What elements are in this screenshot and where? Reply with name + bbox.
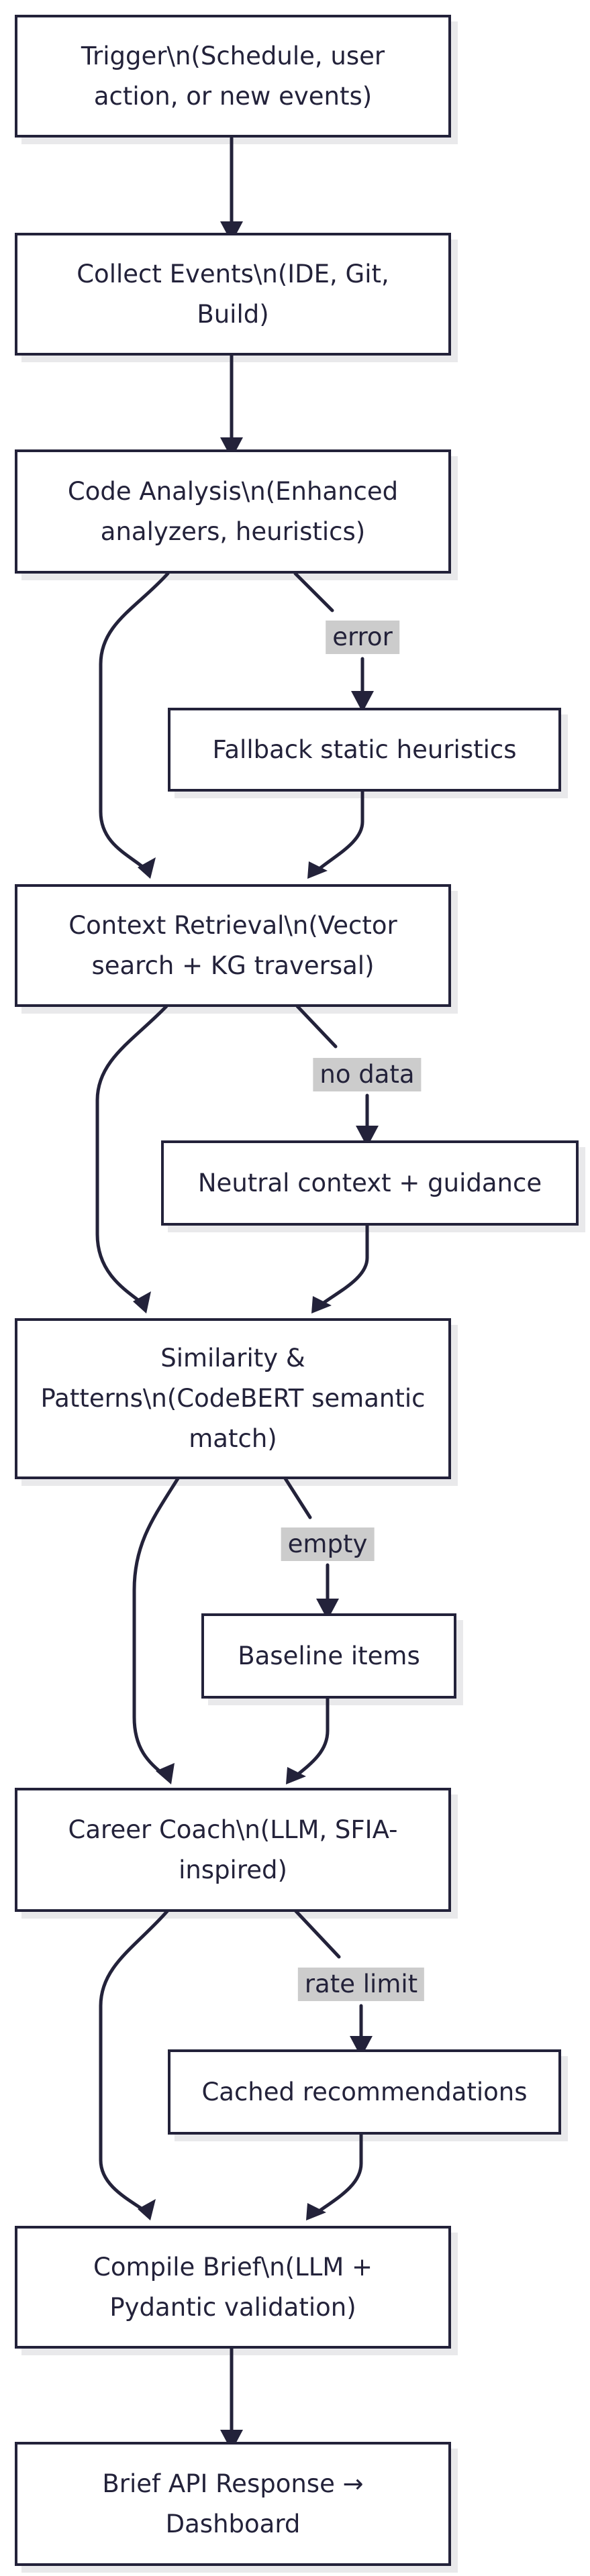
arrowhead-context-right: [307, 861, 328, 879]
arrowhead-similarity-right: [311, 1296, 332, 1313]
node-compile-brief: Compile Brief\n(LLM + Pydantic validatio…: [15, 2226, 451, 2349]
arrowhead-analysis: [220, 437, 243, 459]
arrowhead-baseline: [316, 1599, 339, 1620]
edge-context-to-similarity: [95, 1004, 168, 1307]
edge-similarity-to-career: [132, 1477, 180, 1778]
arrowhead-cached: [350, 2036, 373, 2057]
node-fallback-heuristics-label: Fallback static heuristics: [212, 735, 517, 764]
edge-label-no-data: no data: [313, 1058, 422, 1091]
arrowhead-career-left: [156, 1763, 175, 1784]
edge-neutral-to-similarity: [319, 1222, 369, 1307]
edge-cached-to-compile: [313, 2131, 363, 2216]
edge-label-empty: empty: [281, 1527, 375, 1561]
node-fallback-heuristics: Fallback static heuristics: [168, 708, 561, 792]
arrowhead-neutral: [356, 1126, 379, 1147]
node-neutral-context-label: Neutral context + guidance: [197, 1168, 542, 1197]
node-neutral-context: Neutral context + guidance: [161, 1140, 579, 1226]
node-trigger: Trigger\n(Schedule, user action, or new …: [15, 15, 451, 138]
edge-label-error: error: [326, 621, 399, 654]
node-career-coach: Career Coach\n(LLM, SFIA-inspired): [15, 1788, 451, 1912]
arrowhead-compile-left: [138, 2199, 156, 2220]
node-collect-events-label: Collect Events\n(IDE, Git, Build): [77, 259, 389, 329]
node-cached-recommendations: Cached recommendations: [168, 2049, 561, 2135]
node-code-analysis: Code Analysis\n(Enhanced analyzers, heur…: [15, 449, 451, 574]
node-context-retrieval-label: Context Retrieval\n(Vector search + KG t…: [68, 910, 397, 980]
arrowhead-collect: [220, 221, 243, 243]
arrowhead-fallback: [351, 691, 374, 712]
node-cached-recommendations-label: Cached recommendations: [201, 2077, 528, 2106]
edge-baseline-to-career: [293, 1695, 330, 1778]
edge-label-rate-limit: rate limit: [297, 1968, 425, 2001]
arrowhead-similarity-left: [133, 1291, 151, 1313]
arrowhead-compile-right: [306, 2203, 326, 2220]
node-baseline-items: Baseline items: [201, 1613, 456, 1699]
edge-career-to-ratelimit-label: [293, 1909, 341, 1959]
edge-context-to-nodata-label: [295, 1004, 338, 1049]
node-context-retrieval: Context Retrieval\n(Vector search + KG t…: [15, 884, 451, 1007]
node-compile-brief-label: Compile Brief\n(LLM + Pydantic validatio…: [93, 2252, 373, 2322]
node-trigger-label: Trigger\n(Schedule, user action, or new …: [81, 41, 385, 111]
edge-similarity-to-empty-label: [283, 1477, 312, 1519]
arrowhead-career-right: [286, 1767, 306, 1784]
node-career-coach-label: Career Coach\n(LLM, SFIA-inspired): [68, 1815, 398, 1884]
node-brief-api-response: Brief API Response → Dashboard: [15, 2442, 451, 2566]
edge-analysis-to-context: [99, 572, 170, 874]
arrowhead-context-left: [138, 857, 156, 879]
node-baseline-items-label: Baseline items: [238, 1641, 420, 1670]
node-code-analysis-label: Code Analysis\n(Enhanced analyzers, heur…: [67, 476, 399, 546]
node-brief-api-response-label: Brief API Response → Dashboard: [102, 2469, 364, 2538]
edge-fallback-to-context: [315, 790, 364, 873]
node-similarity-patterns-label: Similarity & Patterns\n(CodeBERT semanti…: [40, 1344, 426, 1453]
edge-analysis-to-error-label: [293, 572, 334, 612]
node-similarity-patterns: Similarity & Patterns\n(CodeBERT semanti…: [15, 1318, 451, 1479]
arrowhead-api: [220, 2430, 243, 2451]
node-collect-events: Collect Events\n(IDE, Git, Build): [15, 233, 451, 356]
edge-career-to-compile: [99, 1909, 170, 2216]
